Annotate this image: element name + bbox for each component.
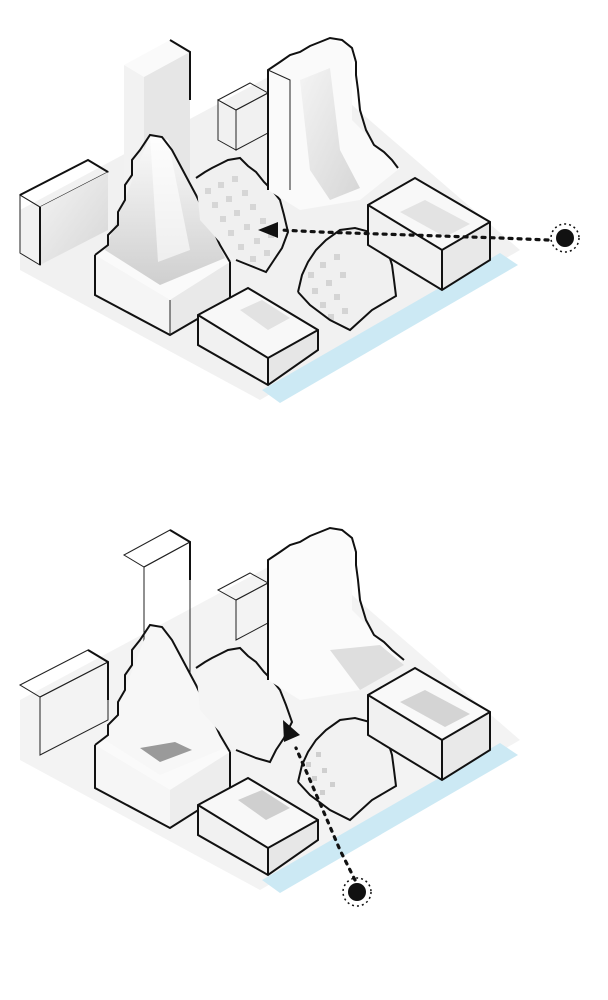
sun-icon — [343, 878, 371, 906]
sun-icon — [551, 224, 579, 252]
u-stepped-building — [268, 528, 404, 700]
top-view — [20, 38, 579, 403]
bottom-view — [20, 528, 520, 906]
